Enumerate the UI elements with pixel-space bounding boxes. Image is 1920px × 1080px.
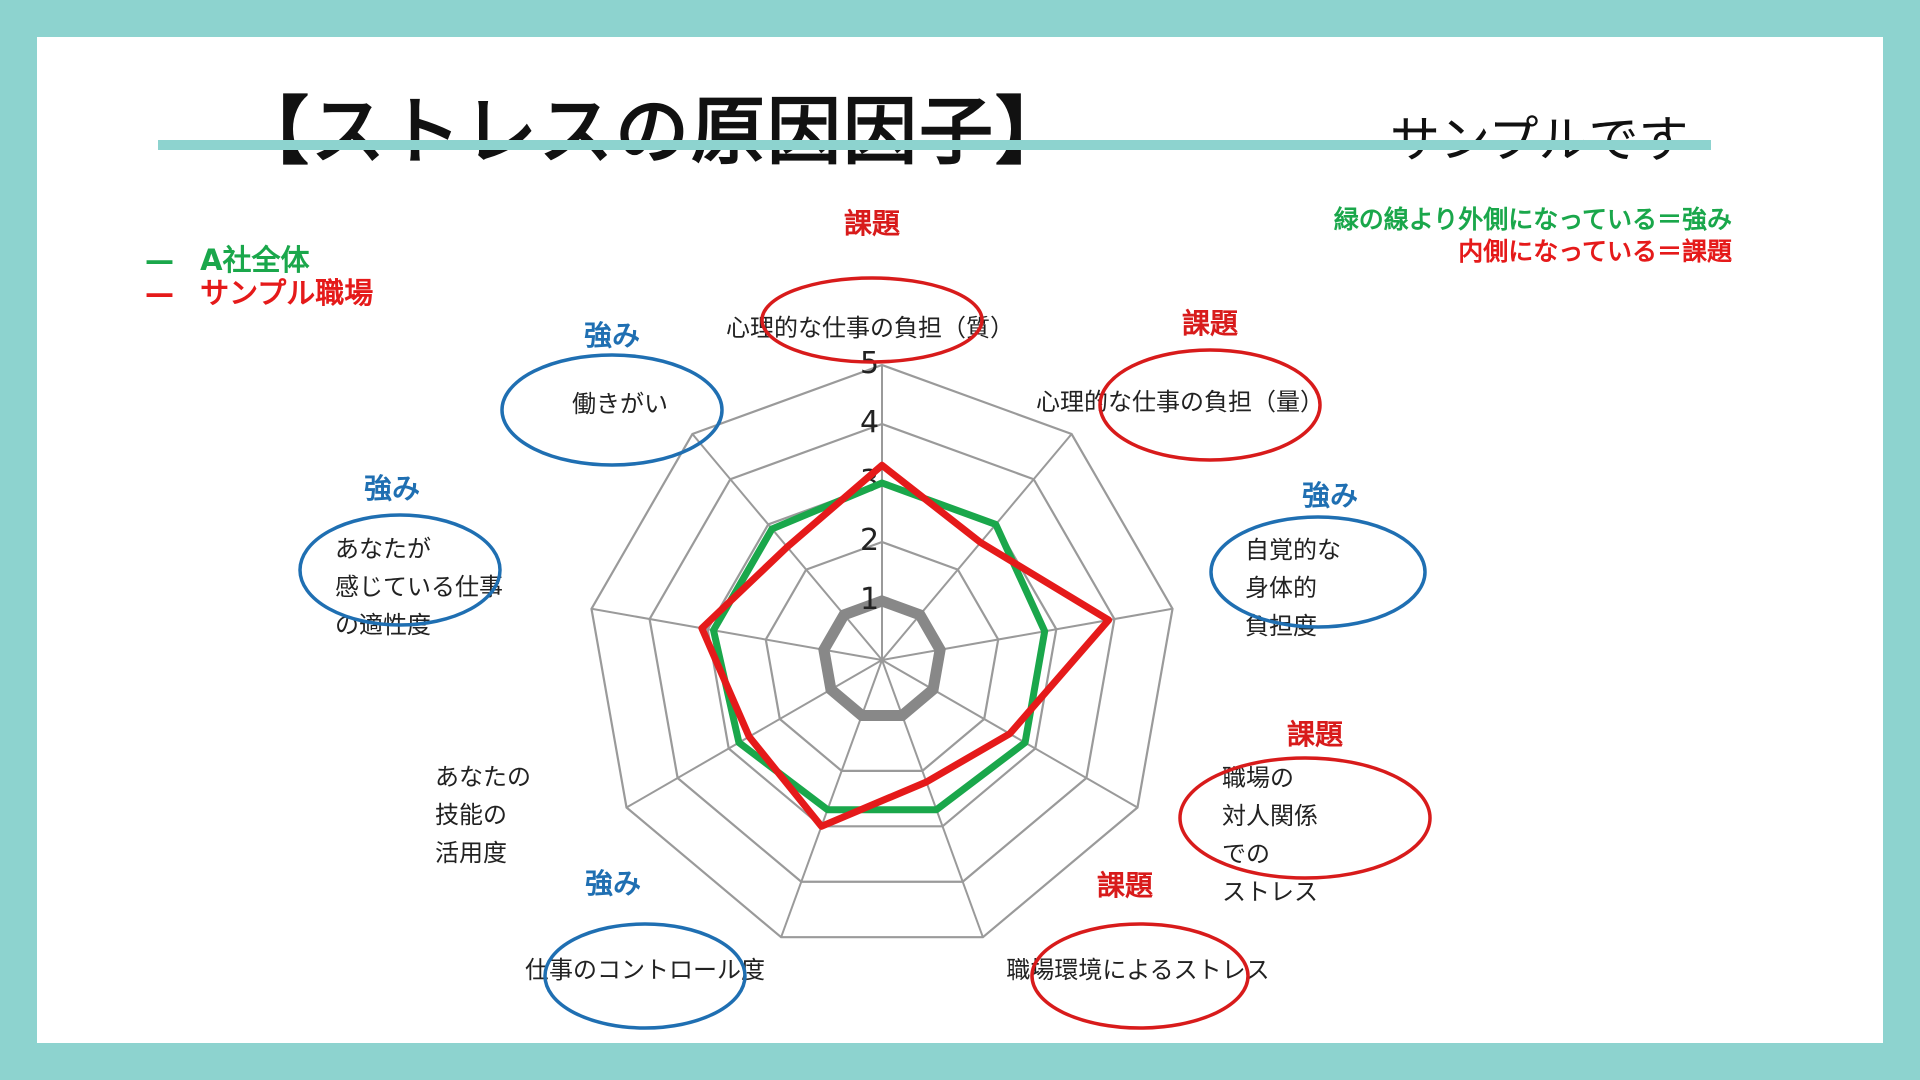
axis-label-line: 仕事のコントロール度 <box>525 956 765 984</box>
note-outside-strength: 緑の線より外側になっている＝強み <box>1333 205 1732 234</box>
axis-label-line: ストレス <box>1222 878 1318 906</box>
spoke-1 <box>881 433 1073 661</box>
page-title: 【ストレスの原因因子】 <box>235 89 1071 175</box>
tag-circle-8 <box>500 353 724 467</box>
title-underline <box>158 140 1711 150</box>
legend-item-company: — A社全体 <box>145 237 310 279</box>
tick-label-4: 4 <box>860 405 879 440</box>
axis-label-8: 働きがい <box>572 390 668 418</box>
legend-swatch-company: — <box>145 243 174 277</box>
spoke-6 <box>626 659 883 809</box>
tag-label-issue: 課題 <box>844 207 901 240</box>
note-inside-issue: 内側になっている＝課題 <box>1458 237 1732 266</box>
legend-swatch-sample: — <box>145 276 174 310</box>
axis-label-line: あなたが <box>335 535 431 563</box>
tag-label-issue: 課題 <box>1287 718 1344 751</box>
spoke-7 <box>591 607 883 661</box>
tag-circle-0 <box>760 276 984 364</box>
legend-item-sample: — サンプル職場 <box>145 270 373 312</box>
tag-circle-4 <box>1030 922 1250 1030</box>
axis-label-5: 仕事のコントロール度 <box>525 956 765 984</box>
axis-label-line: 心理的な仕事の負担（量） <box>1036 388 1324 416</box>
tag-label-strength: 強み <box>1302 479 1358 512</box>
tag-label-issue: 課題 <box>1097 869 1154 902</box>
tag-circle-1 <box>1098 348 1322 462</box>
axis-label-1: 心理的な仕事の負担（量） <box>1036 388 1324 416</box>
tick-label-1: 1 <box>860 582 879 617</box>
axis-label-line: 身体的 <box>1245 574 1317 602</box>
tag-circle-5 <box>543 922 747 1030</box>
tag-label-strength: 強み <box>364 472 420 505</box>
grid-ring-4 <box>648 422 1116 883</box>
tag-circle-3 <box>1178 756 1432 880</box>
tag-label-strength: 強み <box>584 319 640 352</box>
grid-ring-2 <box>764 540 1000 772</box>
axis-label-line: 職場環境によるストレス <box>1006 956 1269 984</box>
spoke-4 <box>881 659 984 938</box>
axis-label-line: 働きがい <box>572 390 668 418</box>
grid-ring-5 <box>590 363 1174 939</box>
axis-label-line: 技能の <box>435 801 507 829</box>
axis-label-6: あなたの技能の活用度 <box>435 763 531 867</box>
axis-label-line: 自覚的な <box>1245 536 1341 564</box>
tick-label-2: 2 <box>860 523 879 558</box>
axis-label-line: 活用度 <box>435 839 507 867</box>
spoke-2 <box>881 607 1173 661</box>
tag-label-issue: 課題 <box>1182 307 1239 340</box>
axis-label-4: 職場環境によるストレス <box>1006 956 1269 984</box>
axis-label-7: あなたが感じている仕事の適性度 <box>335 535 503 639</box>
tag-label-strength: 強み <box>585 867 641 900</box>
spoke-5 <box>780 659 883 938</box>
axis-label-3: 職場の対人関係でのストレス <box>1222 764 1318 906</box>
legend-label-sample: サンプル職場 <box>200 276 374 310</box>
axis-label-line: での <box>1222 840 1270 868</box>
legend-label-company: A社全体 <box>200 243 310 277</box>
grid-ring-3 <box>706 481 1058 828</box>
series-line-1 <box>698 461 1113 830</box>
axis-label-line: あなたの <box>435 763 531 791</box>
tag-circle-2 <box>1209 515 1427 629</box>
inner-ring <box>818 595 946 721</box>
axis-label-line: 感じている仕事 <box>335 573 503 601</box>
series-line-0 <box>709 479 1049 814</box>
axis-label-line: 対人関係 <box>1222 802 1318 830</box>
tag-circle-7 <box>298 513 502 627</box>
